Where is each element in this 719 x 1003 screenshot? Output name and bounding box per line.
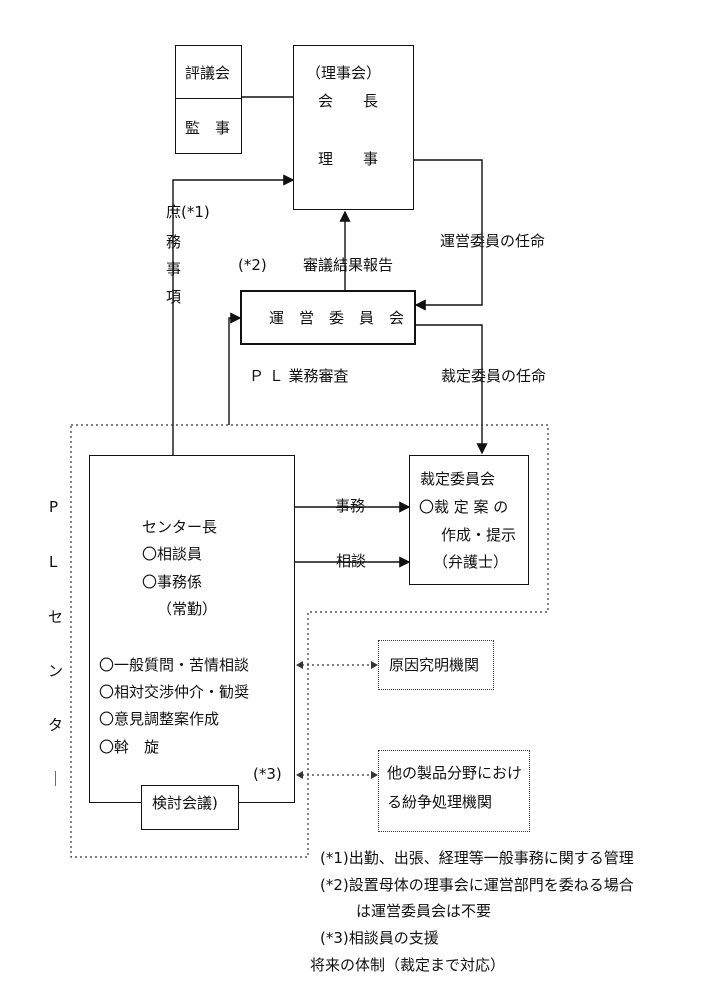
note-2: (*2)設置母体の理事会に運営部門を委ねる場合 — [320, 876, 634, 894]
chairman-label: 会 長 — [318, 92, 379, 110]
pl-center-char-se: セ — [48, 608, 64, 626]
jimu-label: 事務 — [335, 497, 366, 515]
appoint-adjudicators-label: 裁定委員の任命 — [441, 367, 547, 385]
general-affairs-char4: 項 — [166, 288, 182, 306]
arrow-shomu-to-board — [172, 174, 295, 455]
pl-center-char-ta: タ — [48, 716, 64, 734]
arrow-pl-review — [228, 312, 242, 425]
center-chief-label: センター長 — [142, 518, 218, 536]
adjudication-line3: （弁護士） — [433, 553, 509, 571]
auditor-label: 監 事 — [185, 119, 231, 137]
general-affairs-char2: 務 — [166, 233, 182, 251]
clerk-label: 〇事務係 — [142, 573, 203, 591]
service-conciliation: 〇斡 旋 — [99, 738, 160, 756]
pl-center-char-p: P — [49, 498, 59, 516]
sodan-label: 相談 — [336, 552, 367, 570]
pl-center-char-n: ン — [48, 662, 64, 680]
note3-marker: (*3) — [253, 765, 282, 783]
note-2-cont: は運営委員会は不要 — [356, 902, 492, 920]
general-affairs-char3: 事 — [166, 260, 182, 278]
service-mediation-plan: 〇意見調整案作成 — [99, 710, 220, 728]
arrow-appoint-committee — [414, 159, 483, 311]
council-label: 評議会 — [185, 64, 231, 82]
board-title: （理事会） — [306, 64, 382, 82]
review-meeting-label: 検討会議) — [152, 794, 218, 812]
note-3: (*3)相談員の支援 — [320, 929, 439, 947]
pl-review-label: Ｐ Ｌ 業務審査 — [249, 367, 349, 385]
service-general-consult: 〇一般質問・苦情相談 — [99, 656, 250, 674]
pl-center-char-l: L — [49, 553, 58, 571]
appoint-committee-label: 運営委員の任命 — [440, 232, 546, 250]
service-negotiation: 〇相対交渉仲介・勧奨 — [99, 683, 250, 701]
pl-center-char-bar: ｜ — [48, 770, 64, 788]
review-meeting-box — [141, 785, 239, 830]
fulltime-label: （常勤） — [157, 600, 218, 618]
center-box — [89, 455, 295, 803]
adjudication-committee-box — [409, 455, 529, 585]
note2-marker: (*2) — [238, 256, 267, 274]
other-org-box — [378, 750, 530, 832]
pl-center-boundary — [70, 424, 549, 858]
adjudication-line2: 作成・提示 — [441, 526, 517, 544]
other-org-line1: 他の製品分野におけ — [387, 764, 523, 782]
counselor-label: 〇相談員 — [142, 545, 203, 563]
other-org-line2: る紛争処理機関 — [387, 793, 493, 811]
deliberation-report-label: 審議結果報告 — [303, 256, 394, 274]
adjudication-line1: 〇裁 定 案 の — [419, 498, 509, 516]
cause-investigation-label: 原因究明機関 — [389, 656, 480, 674]
council-auditor-box — [175, 45, 242, 154]
board-box — [293, 45, 414, 210]
figure-caption: 将来の体制（裁定まで対応） — [310, 956, 506, 974]
cause-investigation-box — [378, 640, 494, 690]
arrow-appoint-adjudicators — [416, 324, 488, 455]
adjudication-committee-title: 裁定委員会 — [420, 470, 496, 488]
general-affairs-label: 庶(*1) — [166, 203, 210, 221]
note-1: (*1)出勤、出張、経理等一般事務に関する管理 — [320, 849, 634, 867]
steering-committee-box — [240, 290, 416, 345]
steering-committee-label: 運 営 委 員 会 — [269, 309, 405, 327]
director-label: 理 事 — [318, 150, 379, 168]
